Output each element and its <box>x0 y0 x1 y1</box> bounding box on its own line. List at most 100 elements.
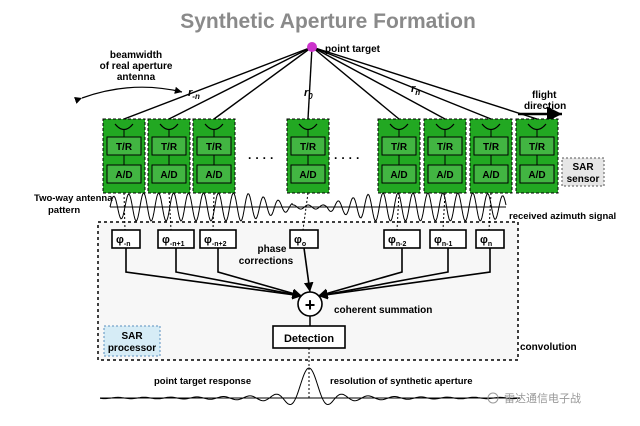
summation-lines <box>125 247 491 300</box>
svg-text:SAR: SAR <box>121 331 143 342</box>
ad-label: A/D <box>160 170 177 181</box>
module-gap-dots-right: · · · · <box>334 151 360 165</box>
antenna-module: T/R A/D <box>469 118 513 194</box>
tr-label: T/R <box>116 142 133 153</box>
ad-label: A/D <box>299 170 316 181</box>
antenna-module: T/R A/D <box>377 118 421 194</box>
tr-label: T/R <box>437 142 454 153</box>
antenna-icon <box>435 123 455 131</box>
beamwidth-label: beamwidth of real aperture antenna <box>100 50 173 83</box>
phase-box: φn-1 <box>429 229 467 249</box>
svg-text:r-n: r-n <box>188 87 200 101</box>
svg-text:φ-n: φ-n <box>116 234 130 248</box>
beam-line <box>311 46 400 120</box>
antenna-module: T/RA/D <box>102 118 146 194</box>
svg-text:φ-n+1: φ-n+1 <box>162 234 185 248</box>
tr-label: T/R <box>300 142 317 153</box>
svg-text:pattern: pattern <box>48 205 80 216</box>
beam-line <box>213 46 313 120</box>
tr-label: T/R <box>391 142 408 153</box>
range-label-zero: r0 <box>304 87 313 101</box>
antenna-icon <box>481 123 501 131</box>
svg-text:rn: rn <box>411 83 420 97</box>
summation-line <box>125 248 303 300</box>
module-gap-dots-left: · · · · <box>248 151 274 165</box>
summation-line <box>317 248 403 298</box>
sar-sensor-box <box>561 157 605 187</box>
svg-text:SAR: SAR <box>572 162 594 173</box>
resolution-label: resolution of synthetic aperture <box>330 376 473 387</box>
antenna-module: T/R A/D <box>515 118 559 194</box>
summation-line <box>175 248 303 299</box>
antenna-icon <box>527 123 547 131</box>
sar-sensor-label: SAR sensor <box>567 162 600 185</box>
tr-label: T/R <box>483 142 500 153</box>
point-target-label: point target <box>325 44 381 55</box>
antenna-icon <box>389 123 409 131</box>
tr-label: T/R <box>529 142 546 153</box>
beam-line <box>168 46 313 120</box>
two-way-pattern-label: Two-way antenna pattern <box>34 193 113 216</box>
diagram-title: Synthetic Aperture Formation <box>180 10 476 33</box>
antenna-module: T/R A/D <box>286 118 330 194</box>
phase-box: φ-n <box>111 229 141 249</box>
beam-line <box>311 46 492 120</box>
ad-box <box>196 164 232 184</box>
beam-line <box>311 46 446 120</box>
antenna-module: T/R A/D <box>147 118 191 194</box>
received-azimuth-waveform <box>109 192 507 222</box>
phase-corrections-label: phase corrections <box>239 244 294 267</box>
phase-box: φ-n+2 <box>199 229 237 249</box>
ad-label: A/D <box>390 170 407 181</box>
phase-box: φn <box>475 229 505 249</box>
svg-text:processor: processor <box>108 343 156 354</box>
ad-box <box>290 164 326 184</box>
ad-label: A/D <box>482 170 499 181</box>
antenna-icon <box>204 123 224 131</box>
convolution-label: convolution <box>520 342 577 353</box>
received-signal-label: received azimuth signal <box>509 211 616 222</box>
point-target-response-label: point target response <box>154 376 251 387</box>
beam-line <box>307 46 313 120</box>
summation-line <box>317 248 449 299</box>
svg-text:φn: φn <box>480 234 492 248</box>
summation-plus: + <box>305 295 316 315</box>
ad-label: A/D <box>205 170 222 181</box>
svg-text:φo: φo <box>294 234 306 248</box>
ad-box <box>381 164 417 184</box>
summation-line <box>303 247 314 293</box>
svg-text:φ-n+2: φ-n+2 <box>204 234 227 248</box>
beam-line <box>311 46 538 120</box>
ad-box <box>519 164 555 184</box>
svg-text:φn-1: φn-1 <box>434 234 452 248</box>
antenna-modules: T/R A/D T/R A/D T/R A/D T/R A/D T/R A/D T/R A/D T/R A… <box>102 118 559 194</box>
svg-text:phase: phase <box>258 244 287 255</box>
ad-label: A/D <box>436 170 453 181</box>
ad-box <box>151 164 187 184</box>
ad-box <box>473 164 509 184</box>
svg-text:antenna: antenna <box>117 72 156 83</box>
svg-text:direction: direction <box>524 101 566 112</box>
phase-box: φo <box>289 229 319 249</box>
tr-label: T/R <box>206 142 223 153</box>
antenna-module: T/R A/D <box>192 118 236 194</box>
antenna-module: T/R A/D <box>423 118 467 194</box>
coherent-summation-label: coherent summation <box>334 305 432 316</box>
ad-label: A/D <box>528 170 545 181</box>
svg-text:r0: r0 <box>304 87 313 101</box>
watermark: 雷达通信电子战 <box>487 392 581 405</box>
svg-text:corrections: corrections <box>239 256 294 267</box>
tr-label: T/R <box>161 142 178 153</box>
svg-text:Two-way antenna: Two-way antenna <box>34 193 113 204</box>
antenna-icon <box>159 123 179 131</box>
phase-box: φn-2 <box>383 229 421 249</box>
sar-processor-box <box>103 325 161 357</box>
antenna-icon <box>114 123 134 131</box>
beam-lines <box>123 46 538 120</box>
summation-line <box>217 248 303 298</box>
svg-text:sensor: sensor <box>567 174 600 185</box>
svg-text:beamwidth: beamwidth <box>110 50 162 61</box>
point-target-marker <box>307 42 317 52</box>
svg-text:雷达通信电子战: 雷达通信电子战 <box>504 392 581 405</box>
